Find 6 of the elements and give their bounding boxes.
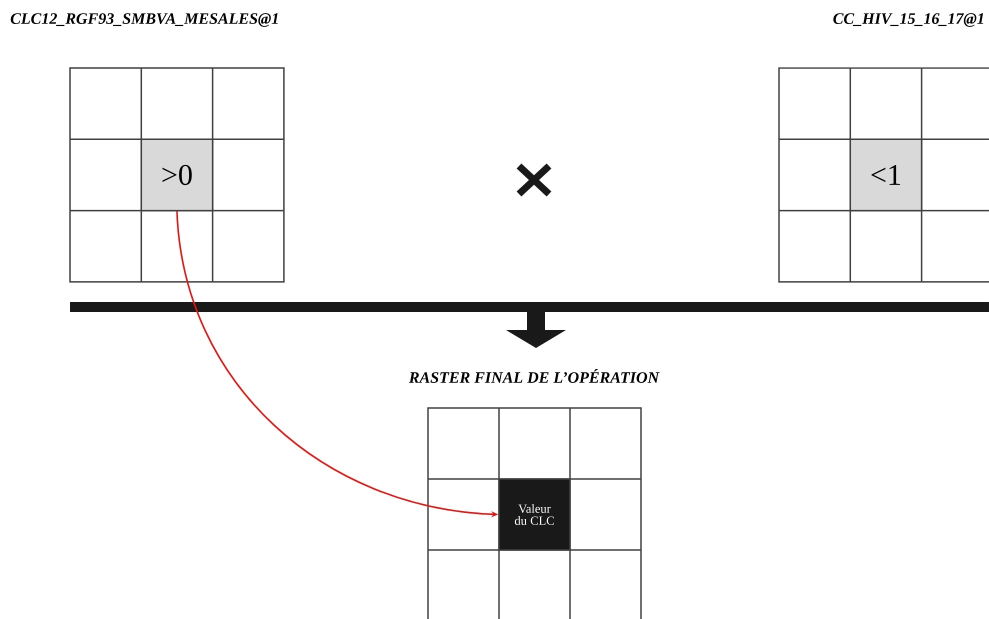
grid-title: CC_HIV_15_16_17@1 bbox=[833, 13, 984, 27]
value-cell: <1 bbox=[850, 138, 922, 212]
result-cell: Valeur du CLC bbox=[498, 478, 571, 551]
grid-title: RASTER FINAL DE L’OPÉRATION bbox=[408, 369, 660, 383]
value-cell: >0 bbox=[140, 138, 214, 212]
grid-title: CLC12_RGF93_SMBVA_MESALES@1 bbox=[10, 13, 278, 27]
